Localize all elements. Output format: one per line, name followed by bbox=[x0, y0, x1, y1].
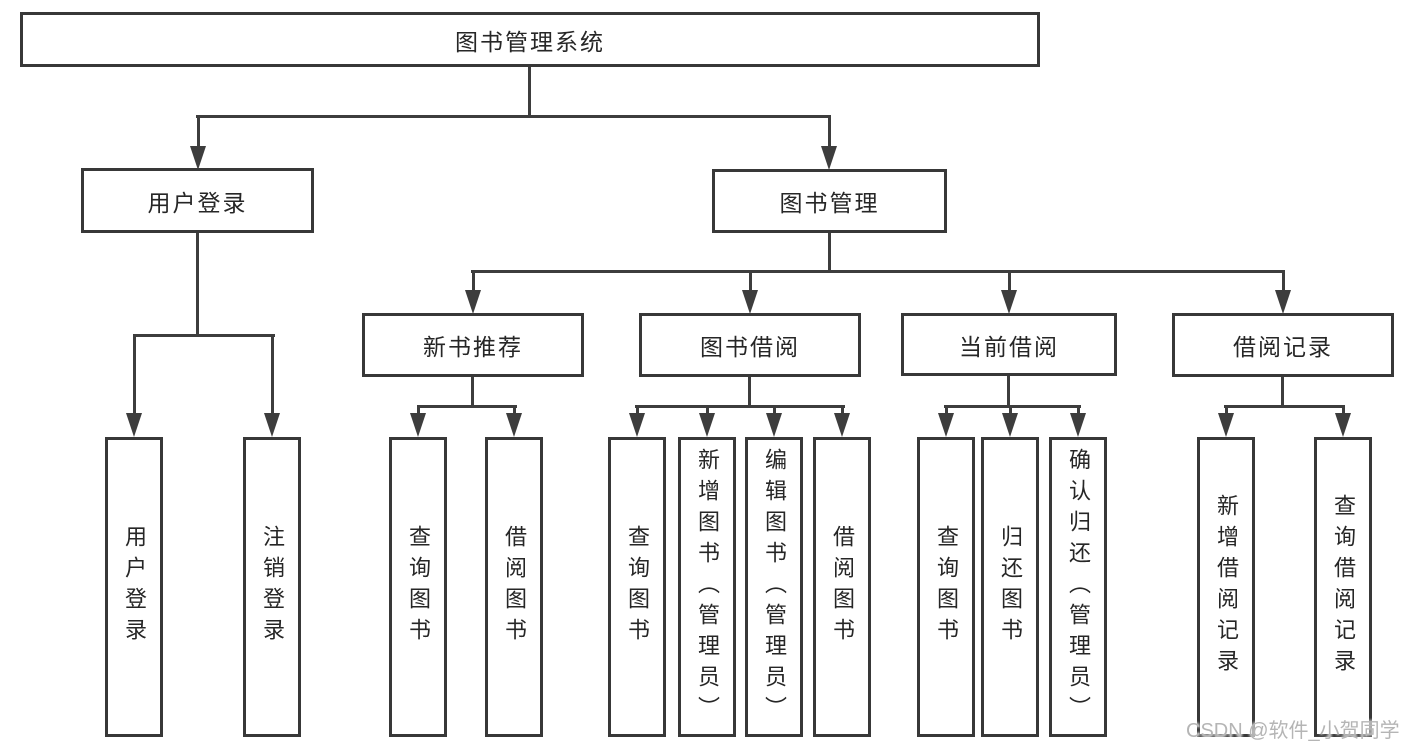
connector-arrow bbox=[834, 405, 850, 437]
node-user-login: 用户登录 bbox=[81, 168, 314, 233]
connector-arrow bbox=[938, 405, 954, 437]
connector-stem bbox=[196, 233, 199, 337]
leaf-return-books: 归还图书 bbox=[981, 437, 1039, 737]
connector-arrow bbox=[190, 115, 206, 170]
node-label: 新增借阅记录 bbox=[1214, 494, 1239, 680]
node-label: 借阅记录 bbox=[1233, 334, 1333, 360]
connector-arrow bbox=[766, 405, 782, 437]
node-label: 用户登录 bbox=[122, 525, 147, 649]
node-label: 新书推荐 bbox=[423, 334, 523, 360]
leaf-edit-books-admin: 编辑图书（管理员） bbox=[745, 437, 803, 737]
node-label: 查询图书 bbox=[625, 525, 650, 649]
node-borrowing-records: 借阅记录 bbox=[1172, 313, 1394, 377]
node-label: 图书借阅 bbox=[700, 334, 800, 360]
leaf-add-books-admin: 新增图书（管理员） bbox=[678, 437, 736, 737]
node-current-borrowing: 当前借阅 bbox=[901, 313, 1117, 376]
connector-arrow bbox=[742, 270, 758, 314]
node-label: 确认归还（管理员） bbox=[1066, 447, 1091, 727]
connector-bar bbox=[196, 115, 831, 118]
node-label: 查询图书 bbox=[406, 525, 431, 649]
connector-arrow bbox=[1001, 270, 1017, 314]
connector-bar bbox=[635, 405, 845, 408]
connector-arrow bbox=[1002, 405, 1018, 437]
connector-stem bbox=[1281, 377, 1284, 406]
leaf-add-borrow-record: 新增借阅记录 bbox=[1197, 437, 1255, 737]
node-root: 图书管理系统 bbox=[20, 12, 1040, 67]
node-label: 图书管理系统 bbox=[455, 28, 605, 55]
leaf-user-login: 用户登录 bbox=[105, 437, 163, 737]
node-new-book-recommendation: 新书推荐 bbox=[362, 313, 584, 377]
connector-arrow bbox=[410, 405, 426, 437]
connector-bar bbox=[944, 405, 1081, 408]
leaf-query-books-current: 查询图书 bbox=[917, 437, 975, 737]
connector-arrow bbox=[1070, 405, 1086, 437]
connector-stem bbox=[528, 67, 531, 115]
node-label: 编辑图书（管理员） bbox=[762, 447, 787, 727]
node-label: 用户登录 bbox=[147, 189, 248, 216]
connector-arrow bbox=[1275, 270, 1291, 314]
leaf-query-books-borrowing: 查询图书 bbox=[608, 437, 666, 737]
leaf-borrow-books-recommend: 借阅图书 bbox=[485, 437, 543, 737]
csdn-watermark: CSDN @软件_小贺同学 bbox=[1186, 720, 1400, 742]
connector-arrow bbox=[629, 405, 645, 437]
node-label: 注销登录 bbox=[260, 525, 285, 649]
connector-stem bbox=[1007, 376, 1010, 406]
connector-bar bbox=[1224, 405, 1345, 408]
node-book-borrowing: 图书借阅 bbox=[639, 313, 861, 377]
connector-arrow bbox=[1218, 405, 1234, 437]
node-label: 借阅图书 bbox=[830, 525, 855, 649]
leaf-confirm-return-admin: 确认归还（管理员） bbox=[1049, 437, 1107, 737]
connector-arrow bbox=[821, 115, 837, 170]
connector-bar bbox=[471, 270, 1284, 273]
connector-arrow bbox=[506, 405, 522, 437]
node-label: 查询借阅记录 bbox=[1331, 494, 1356, 680]
connector-arrow bbox=[465, 270, 481, 314]
connector-bar bbox=[133, 334, 275, 337]
connector-stem bbox=[828, 233, 831, 271]
connector-arrow bbox=[264, 334, 280, 437]
connector-arrow bbox=[1335, 405, 1351, 437]
node-label: 图书管理 bbox=[779, 190, 880, 216]
connector-stem bbox=[471, 377, 474, 406]
connector-stem bbox=[748, 377, 751, 406]
leaf-query-borrow-record: 查询借阅记录 bbox=[1314, 437, 1372, 737]
node-label: 归还图书 bbox=[998, 525, 1023, 649]
node-label: 借阅图书 bbox=[502, 525, 527, 649]
leaf-logout: 注销登录 bbox=[243, 437, 301, 737]
node-label: 查询图书 bbox=[934, 525, 959, 649]
leaf-borrow-books: 借阅图书 bbox=[813, 437, 871, 737]
connector-arrow bbox=[699, 405, 715, 437]
leaf-query-books-recommend: 查询图书 bbox=[389, 437, 447, 737]
node-label: 新增图书（管理员） bbox=[695, 447, 720, 727]
connector-arrow bbox=[126, 334, 142, 437]
connector-bar bbox=[417, 405, 517, 408]
node-label: 当前借阅 bbox=[959, 333, 1059, 360]
node-book-management: 图书管理 bbox=[712, 169, 947, 233]
